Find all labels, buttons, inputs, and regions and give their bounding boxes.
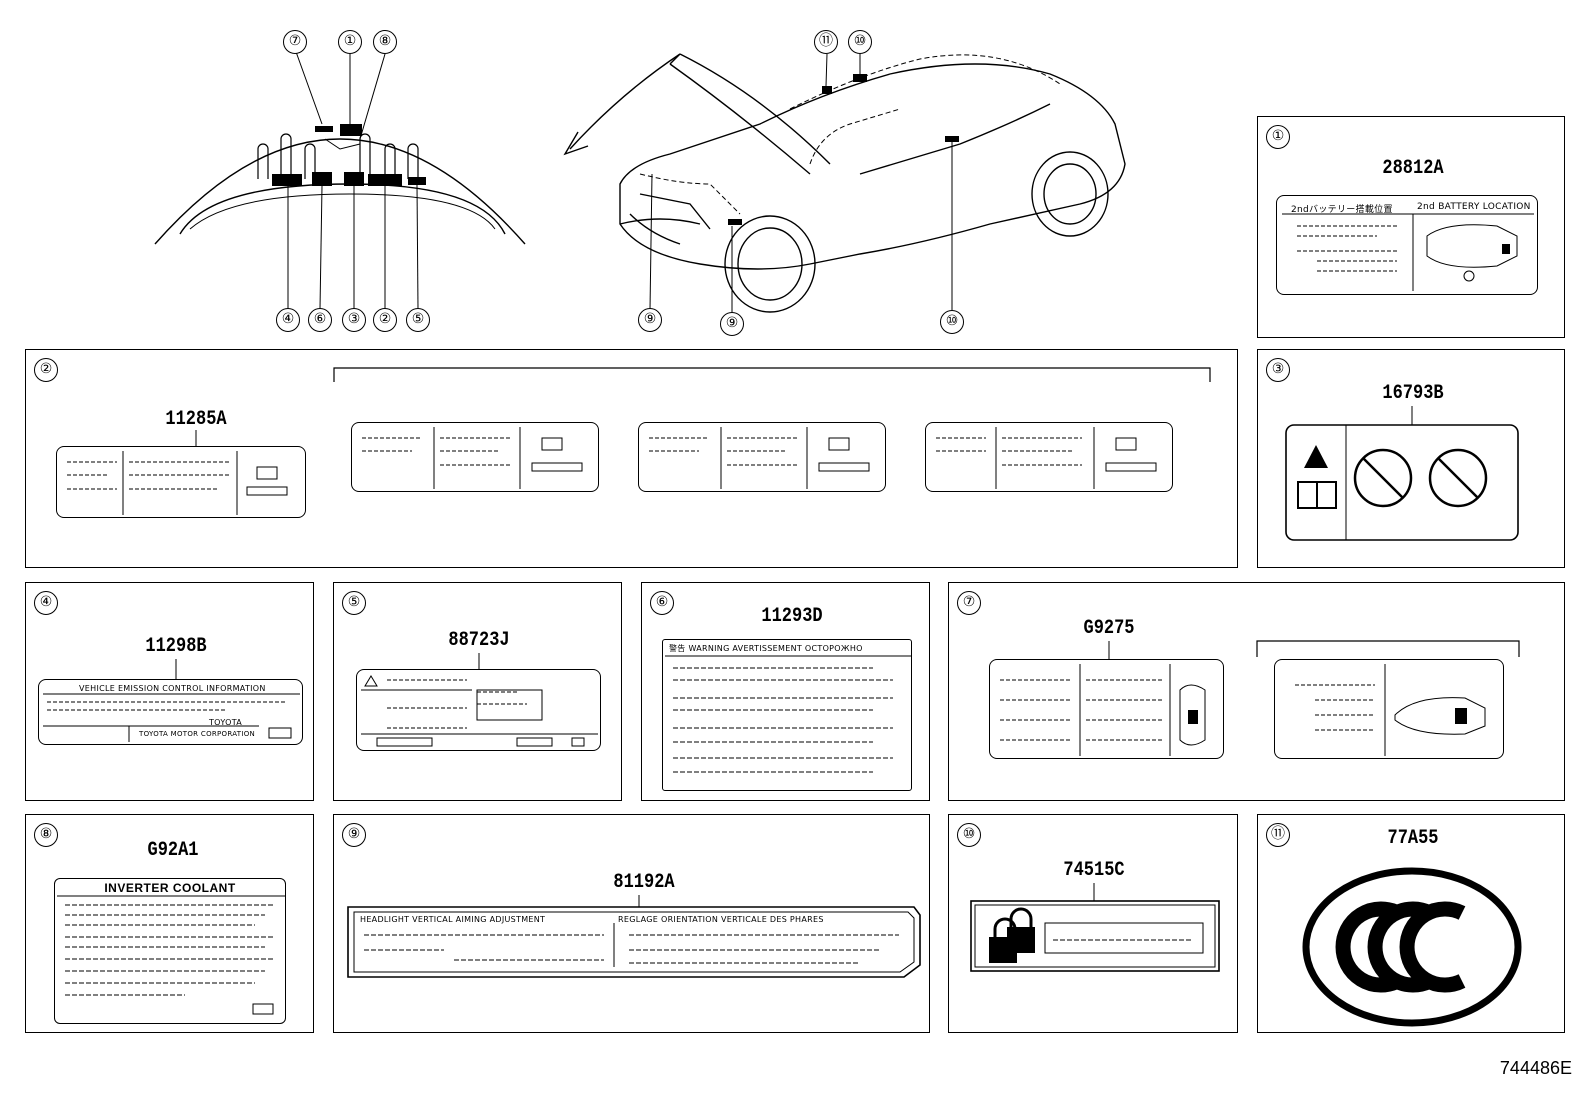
panel-2-callout: ② [34,358,58,382]
refrigerant-label [356,669,601,751]
engine-callout-7: ⑦ [283,30,307,54]
inverter-coolant-label: INVERTER COOLANT [54,878,286,1024]
panel-4-callout: ④ [34,591,58,615]
panel-7-part-number: G9275 [1083,617,1135,640]
panel-9: ⑨ 81192A HEADLIGHT VERTICAL AIMING ADJUS… [333,814,930,1033]
panel-4: ④ 11298B VEHICLE EMISSION CONTROL INFORM… [25,582,314,801]
panel-8-callout: ⑧ [34,823,58,847]
panel-10-part-number: 74515C [1063,859,1125,882]
panel-11: ⑪ 77A55 [1257,814,1565,1033]
emission-control-label: VEHICLE EMISSION CONTROL INFORMATION TOY… [38,679,303,745]
panel-6: ⑥ 11293D 警告 WARNING AVERTISSEMENT ОСТОРО… [641,582,930,801]
car-callout-9-left: ⑨ [638,308,662,332]
panel-3-callout: ③ [1266,358,1290,382]
panel-5-callout: ⑤ [342,591,366,615]
panel-8-part-number: G92A1 [147,839,199,862]
warning-label: 警告 WARNING AVERTISSEMENT ОСТОРОЖНО [662,639,912,791]
panel-7-callout: ⑦ [957,591,981,615]
warning-title: 警告 WARNING AVERTISSEMENT ОСТОРОЖНО [669,644,863,653]
diagram-code: 744486E [1499,1058,1572,1078]
car-overview: ⑪ ⑩ ⑨ ⑨ ⑩ [560,14,1140,344]
emission-brand: TOYOTA [209,718,243,727]
panel-6-part-number: 11293D [761,605,823,628]
emission-title: VEHICLE EMISSION CONTROL INFORMATION [79,684,266,693]
engine-callout-4: ④ [276,308,300,332]
battery-warning-label [1285,406,1519,541]
engine-callout-2: ② [373,308,397,332]
child-lock-label [970,883,1220,972]
car-drawing [563,53,1126,314]
engine-callout-1: ① [338,30,362,54]
emission-maker: TOYOTA MOTOR CORPORATION [139,730,256,738]
panel-2: ② 11285A [25,349,1238,568]
engine-callout-5: ⑤ [406,308,430,332]
headlight-aiming-fr: REGLAGE ORIENTATION VERTICALE DES PHARES [618,915,824,924]
panel-6-callout: ⑥ [650,591,674,615]
engine-callout-3: ③ [342,308,366,332]
panel-1-part-number: 28812A [1382,157,1444,180]
car-callout-9-right: ⑨ [720,312,744,336]
car-callout-10-bottom: ⑩ [940,310,964,334]
inverter-coolant-title: INVERTER COOLANT [104,881,236,895]
panel-9-callout: ⑨ [342,823,366,847]
panel-2-variant-bracket [195,367,1211,446]
panel-8: ⑧ G92A1 INVERTER COOLANT [25,814,314,1033]
panel-5-part-number: 88723J [448,629,510,652]
tire-label-main [56,446,306,518]
ccc-mark [1302,867,1522,1027]
panel-3: ③ 16793B [1257,349,1565,568]
panel-2-part-number: 11285A [165,408,227,431]
battery-label-main [989,659,1224,759]
car-callout-11: ⑪ [814,30,838,54]
engine-bay-overview: ⑦ ① ⑧ ④ ⑥ ③ ② ⑤ [150,14,540,344]
engine-bay-drawing [154,48,526,310]
tire-label-variant-1 [351,422,599,492]
battery-label-variant [1274,659,1504,759]
battery-location-jp: 2ndバッテリー搭載位置 [1291,205,1393,215]
headlight-aiming-label [347,895,921,978]
tire-label-variant-2 [638,422,886,492]
panel-7: ⑦ G9275 [948,582,1565,801]
engine-callout-8: ⑧ [373,30,397,54]
battery-location-en: 2nd BATTERY LOCATION [1417,202,1531,212]
panel-4-part-number: 11298B [145,635,207,658]
car-callout-10-top: ⑩ [848,30,872,54]
panel-5: ⑤ 88723J [333,582,622,801]
panel-9-part-number: 81192A [613,871,675,894]
battery-location-label: 2ndバッテリー搭載位置 2nd BATTERY LOCATION [1276,195,1538,295]
panel-11-callout: ⑪ [1266,823,1290,847]
tire-label-variant-3 [925,422,1173,492]
panel-10: ⑩ 74515C [948,814,1238,1033]
panel-3-part-number: 16793B [1382,382,1444,405]
panel-11-part-number: 77A55 [1387,827,1439,850]
panel-1: ① 28812A 2ndバッテリー搭載位置 2nd BATTERY LOCATI… [1257,116,1565,338]
panel-1-callout: ① [1266,125,1290,149]
engine-callout-6: ⑥ [308,308,332,332]
headlight-aiming-en: HEADLIGHT VERTICAL AIMING ADJUSTMENT [360,915,546,924]
panel-10-callout: ⑩ [957,823,981,847]
